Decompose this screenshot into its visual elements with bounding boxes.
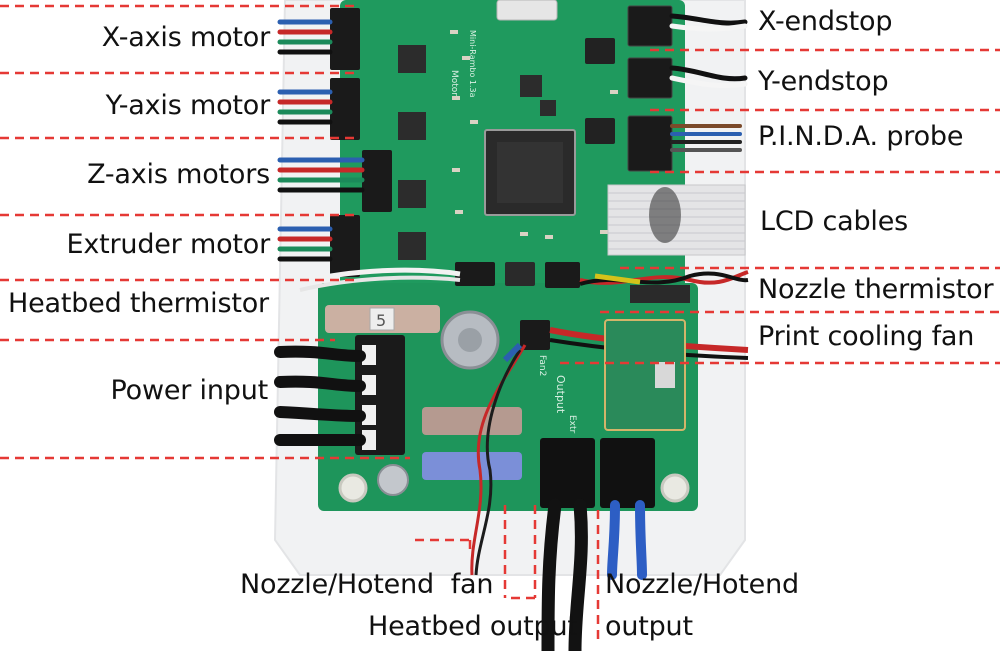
label-lcd-cables: LCD cables [760,206,908,237]
fuses: 5 [325,305,522,480]
silkscreen-motor: Motor [449,70,459,96]
label-x-endstop: X-endstop [758,6,893,37]
silkscreen-fan2: Fan2 [537,355,547,376]
label-extruder-motor: Extruder motor [66,229,271,260]
motor-connectors [330,8,392,277]
nozzle-thermistor-connector [545,262,580,288]
mounting-holes [338,473,690,503]
output-connectors [540,438,655,508]
label-nozzle-hotend-output-line1: Nozzle/Hotend [605,569,799,600]
heatbed-thermistor-connector [455,262,495,286]
power-cables [274,345,366,447]
label-nozzle-hotend-output-line2: output [605,611,693,642]
label-heatbed-output: Heatbed output [368,611,578,642]
small-capacitor [377,464,409,496]
driver-chips [398,45,556,260]
label-pinda-probe: P.I.N.D.A. probe [758,121,964,152]
hotend-output-cables [607,500,647,580]
endstop-connectors [627,5,673,172]
label-y-endstop: Y-endstop [758,66,889,97]
fuse-main-label: 5 [376,311,386,330]
silkscreen-brand: Mini-Rambo 1.3a [468,30,477,98]
label-nozzle-hotend-fan: Nozzle/Hotend fan [240,569,494,600]
label-y-axis-motor: Y-axis motor [105,90,271,121]
jumper-headers [585,38,615,144]
label-heatbed-thermistor: Heatbed thermistor [8,288,269,319]
label-x-axis-motor: X-axis motor [101,22,270,53]
lcd-ribbon-cable [607,184,746,256]
motor-wires [277,19,365,262]
label-print-cooling-fan: Print cooling fan [758,321,975,352]
silkscreen-output: Output [554,375,567,414]
endstop-wires [669,13,748,152]
label-z-axis-motors: Z-axis motors [87,159,270,190]
label-nozzle-thermistor: Nozzle thermistor [758,274,994,305]
heatbed-output-cables [541,498,588,651]
module-board [604,319,686,431]
guide-lines [0,4,1000,645]
power-input-connector [355,335,405,455]
silkscreen-extr: Extr [567,415,577,434]
print-fan-connector [520,320,550,350]
label-power-input: Power input [110,375,269,406]
